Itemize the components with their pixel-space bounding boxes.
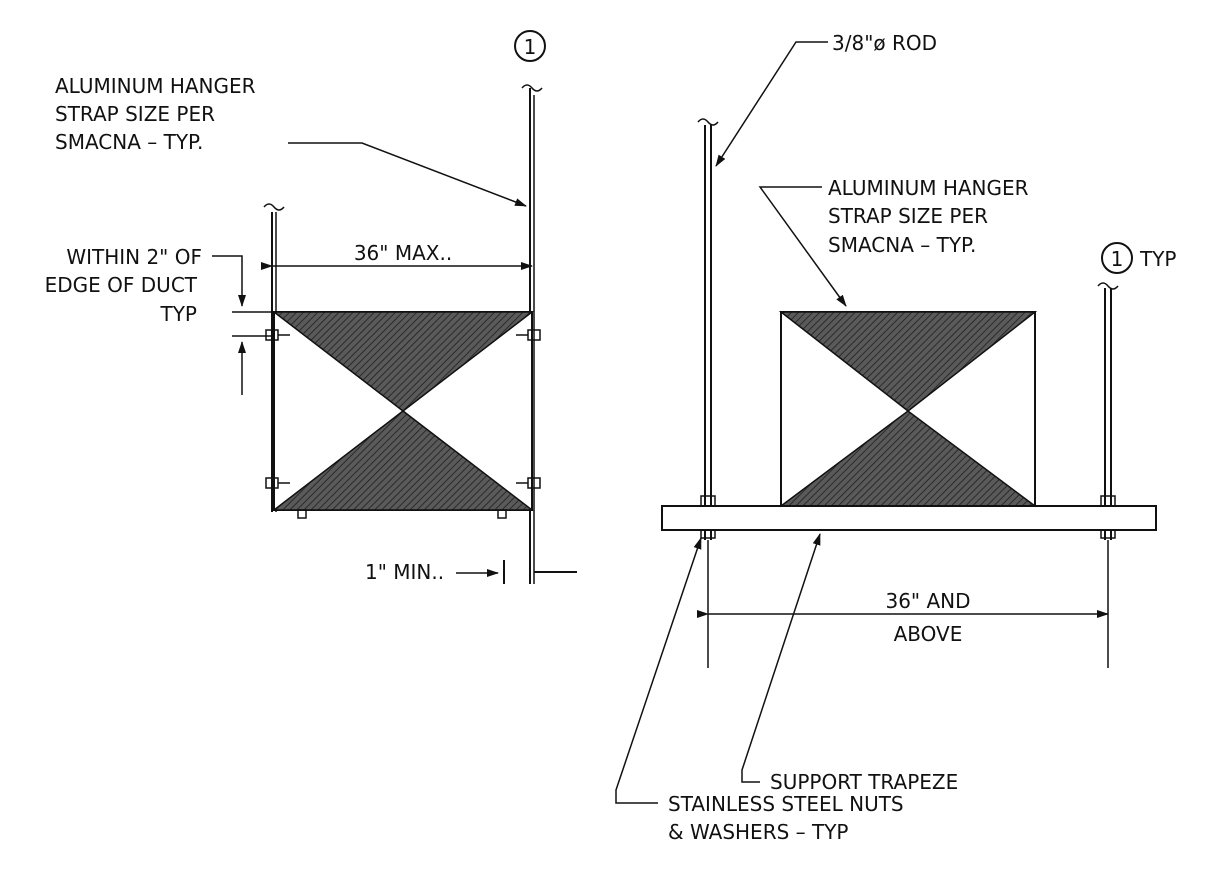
left-hanger-note-line-2: STRAP SIZE PER — [55, 102, 215, 126]
left-fasteners — [265, 329, 541, 519]
left-threaded-rod — [697, 118, 719, 540]
right-callout-bubble: 1 TYP — [1101, 242, 1177, 274]
left-width-dimension: 36" MAX.. — [261, 241, 533, 270]
trapeze-note-label: SUPPORT TRAPEZE — [770, 770, 958, 794]
rod-note-label: 3/8"ø ROD — [832, 31, 937, 55]
left-hanger-note-line-3: SMACNA – TYP. — [55, 130, 203, 154]
nuts-note-line-1: STAINLESS STEEL NUTS — [668, 792, 904, 816]
right-callout-number: 1 — [1111, 247, 1124, 271]
left-detail: 1 — [45, 30, 577, 584]
right-detail: 3/8"ø ROD 1 TYP — [615, 31, 1177, 844]
right-hanger-note-line-3: SMACNA – TYP. — [828, 233, 976, 257]
right-hanger-note: ALUMINUM HANGER STRAP SIZE PER SMACNA – … — [758, 176, 1029, 307]
right-width-dimension-line-2: ABOVE — [894, 622, 963, 646]
right-duct — [778, 311, 1038, 507]
left-edge-note-line-1: WITHIN 2" OF — [66, 245, 202, 269]
left-hanger-note-line-1: ALUMINUM HANGER — [55, 74, 256, 98]
nuts-note: STAINLESS STEEL NUTS & WASHERS – TYP — [615, 537, 904, 844]
nuts-note-line-2: & WASHERS – TYP — [668, 820, 849, 844]
right-width-dimension-line-1: 36" AND — [885, 589, 970, 613]
rod-nuts — [700, 495, 1116, 539]
left-edge-note: WITHIN 2" OF EDGE OF DUCT TYP — [45, 245, 274, 395]
left-min-note: 1" MIN.. — [365, 560, 505, 584]
left-callout-number: 1 — [524, 35, 537, 59]
left-callout-bubble: 1 — [514, 30, 546, 62]
left-min-note-label: 1" MIN.. — [365, 560, 444, 584]
left-hanger-note: ALUMINUM HANGER STRAP SIZE PER SMACNA – … — [55, 74, 527, 207]
support-trapeze-bar — [661, 505, 1157, 531]
left-width-dimension-label: 36" MAX.. — [354, 241, 452, 265]
left-duct — [271, 311, 535, 511]
rod-note: 3/8"ø ROD — [715, 31, 937, 167]
right-hanger-note-line-1: ALUMINUM HANGER — [828, 176, 1029, 200]
right-hanger-note-line-2: STRAP SIZE PER — [828, 204, 988, 228]
right-width-dimension: 36" AND ABOVE — [697, 540, 1109, 668]
right-threaded-rod — [1097, 282, 1119, 540]
left-edge-note-line-2: EDGE OF DUCT — [45, 273, 198, 297]
right-callout-suffix: TYP — [1139, 247, 1177, 271]
left-edge-note-line-3: TYP — [160, 302, 198, 326]
trapeze-note: SUPPORT TRAPEZE — [741, 533, 958, 794]
